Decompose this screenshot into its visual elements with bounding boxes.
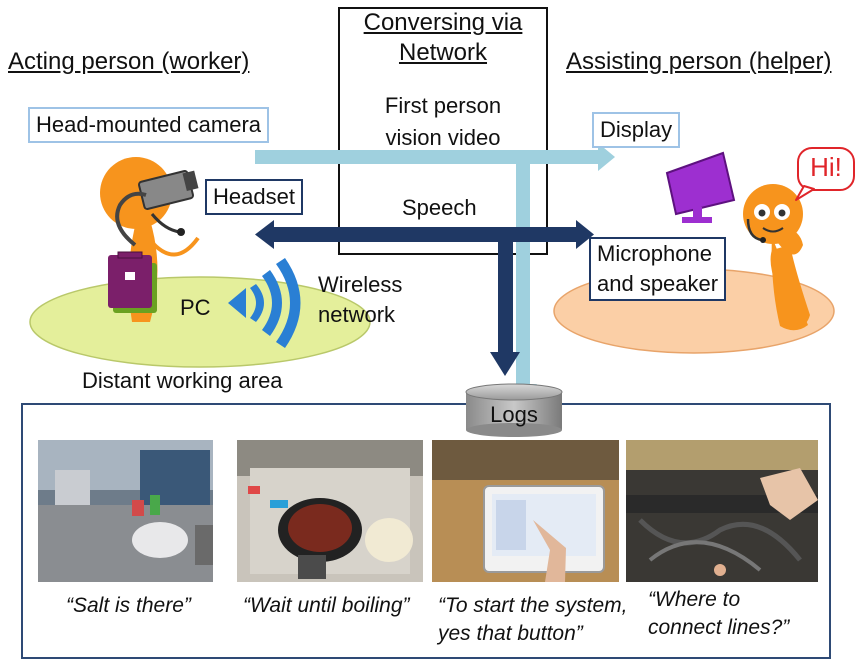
log-photo-cables: [626, 440, 818, 582]
quote-2-line1: “Wait until boiling”: [243, 594, 410, 617]
head-camera-label: Head-mounted camera: [28, 107, 270, 143]
quote-2: “Wait until boiling”: [243, 592, 410, 620]
log-photo-kitchen: [38, 440, 213, 582]
helper-figure: [743, 184, 810, 331]
video-stream-label: First person vision video: [339, 90, 547, 154]
mic-line2: and speaker: [597, 271, 719, 296]
quote-4: “Where to connect lines?”: [648, 586, 789, 642]
head-camera-icon: [137, 170, 199, 210]
speech-label: Speech: [402, 195, 477, 220]
quote-3-line2: yes that button”: [438, 622, 583, 645]
headset-icon: [115, 191, 185, 247]
wireless-line2: network: [318, 302, 396, 327]
wireless-signal-icon: [228, 258, 301, 348]
quote-4-line1: “Where to: [648, 588, 741, 611]
display-label: Display: [592, 112, 681, 148]
wireless-line1: Wireless: [318, 272, 403, 297]
speech-arrow: [255, 220, 594, 376]
network-box: [338, 7, 548, 255]
headset-label: Headset: [205, 179, 303, 215]
speech-bubble: [795, 147, 855, 201]
quote-4-line2: connect lines?”: [648, 616, 790, 639]
network-title-line2: Network: [398, 39, 488, 66]
quote-1: “Salt is there”: [66, 592, 191, 620]
greeting-text: Hi!: [810, 152, 842, 182]
log-photo-touchscreen: [432, 440, 619, 582]
pc-bag-icon: [108, 251, 157, 313]
logs-cylinder: [465, 383, 563, 437]
video-arrow: [255, 143, 615, 386]
quote-3-line1: “To start the system,: [438, 594, 628, 617]
wireless-network-label: Wireless network: [318, 270, 402, 330]
microphone-speaker-label: Microphone and speaker: [589, 237, 727, 301]
assisting-person-title: Assisting person (helper): [566, 48, 832, 75]
acting-person-title: Acting person (worker): [8, 48, 250, 75]
log-photo-stove: [237, 440, 423, 582]
video-line2: vision video: [385, 125, 501, 150]
network-title: Conversing via Network: [339, 8, 547, 68]
distant-working-area-label: Distant working area: [82, 368, 283, 393]
quote-1-line1: “Salt is there”: [66, 594, 191, 617]
pc-label: PC: [180, 295, 211, 320]
display-monitor-icon: [665, 151, 736, 223]
network-title-line1: Conversing via: [363, 9, 523, 36]
video-line1: First person: [384, 93, 502, 118]
logs-label: Logs: [490, 402, 538, 427]
mic-line1: Microphone: [597, 241, 712, 266]
quote-3: “To start the system, yes that button”: [438, 592, 627, 648]
